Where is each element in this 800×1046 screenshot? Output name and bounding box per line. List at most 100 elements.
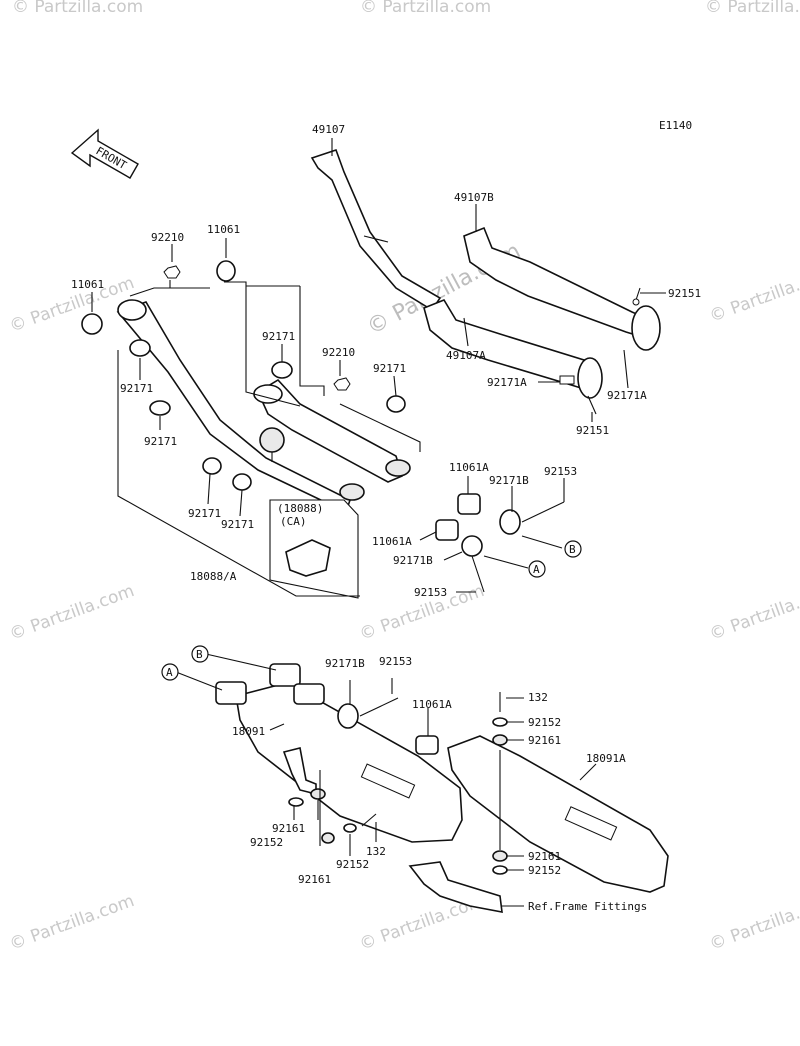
watermark: © Partzilla.com: [705, 0, 800, 17]
watermark: © Partzilla.com: [707, 891, 800, 955]
gasket-11061-top: [216, 260, 236, 282]
bolt-92153-mid: [471, 555, 485, 593]
part-label: 92171: [373, 362, 406, 375]
part-label: 11061A: [372, 535, 412, 548]
clamp-92171: [149, 400, 171, 416]
part-label: 92210: [322, 346, 355, 359]
part-label: 18088/A: [190, 570, 237, 583]
part-label: 92210: [151, 231, 184, 244]
part-label: 132: [366, 845, 386, 858]
washer-92152-mid: [343, 823, 357, 833]
watermark: © Partzilla.com: [7, 891, 137, 955]
part-label: Ref.Frame Fittings: [528, 900, 647, 913]
part-label: 18091A: [586, 752, 626, 765]
part-label: (CA): [280, 515, 307, 528]
clamp-92171B-top: [499, 509, 521, 535]
washer-92152-left: [288, 797, 304, 807]
clamp-92171: [271, 361, 293, 379]
part-label: 92171A: [487, 376, 527, 389]
part-label: 92152: [528, 864, 561, 877]
watermark: © Partzilla.com: [360, 0, 491, 17]
part-label: 92171B: [325, 657, 365, 670]
ref-b-label: B: [569, 543, 576, 556]
heat-shield-49107: [310, 148, 442, 312]
watermark: © Partzilla.com: [7, 581, 137, 645]
muffler-18091A: [447, 735, 669, 893]
clamp-92171A-left: [559, 375, 575, 385]
leader-lines-upper: [91, 138, 666, 597]
part-label: 92152: [528, 716, 561, 729]
part-label: 92161: [528, 734, 561, 747]
washer-92152-top: [492, 717, 508, 727]
part-label: 92171: [262, 330, 295, 343]
heat-shield-49107B: [463, 226, 661, 351]
front-arrow-icon: FRONT: [70, 128, 139, 179]
ref-a-label: A: [166, 666, 173, 679]
part-label: 11061A: [412, 698, 452, 711]
frame-fittings-bracket: [408, 861, 503, 913]
heat-shield-49107A: [423, 299, 603, 399]
grommet-92161-right: [492, 850, 508, 862]
part-label: 92171: [144, 435, 177, 448]
part-label: 49107B: [454, 191, 494, 204]
ref-circle-b-lower: B: [191, 645, 209, 663]
bolt-92153-top: [521, 501, 565, 523]
part-label: 92151: [576, 424, 609, 437]
sleeve-11061A-mid: [435, 519, 459, 541]
grommet-92161-top: [492, 734, 508, 746]
watermark: © Partzilla.com: [707, 581, 800, 645]
screw-92151-bottom: [587, 395, 597, 415]
part-label: (18088): [277, 502, 323, 515]
watermark: © Partzilla.com: [12, 0, 143, 17]
grommet-92161-left: [310, 788, 326, 800]
sub-assembly-18088-ca: [269, 499, 359, 599]
part-label: 92161: [298, 873, 331, 886]
part-label: 92171B: [489, 474, 529, 487]
ref-circle-a-upper: A: [528, 560, 546, 578]
leader-lines-lower: [175, 653, 597, 907]
clamp-92171: [232, 473, 252, 491]
gasket-11061-left: [81, 313, 103, 335]
watermark: © Partzilla.com: [707, 263, 800, 327]
part-label: 132: [528, 691, 548, 704]
exhaust-pipe-18088: [116, 299, 411, 514]
washer-92152-right: [492, 865, 508, 875]
nut-92210-mid: [333, 377, 351, 391]
ref-circle-b-upper: B: [564, 540, 582, 558]
part-label: 11061: [71, 278, 104, 291]
clamp-92171: [386, 395, 406, 413]
ref-circle-a-lower: A: [161, 663, 179, 681]
part-label: 92171B: [393, 554, 433, 567]
part-label: 92161: [272, 822, 305, 835]
clamp-92171: [129, 339, 151, 357]
part-label: 92151: [668, 287, 701, 300]
part-label: 92153: [544, 465, 577, 478]
part-label: 92171: [120, 382, 153, 395]
part-label: 92153: [379, 655, 412, 668]
part-label: 92171A: [607, 389, 647, 402]
part-label: 49107A: [446, 349, 486, 362]
bolt-132-left: [361, 813, 377, 827]
sleeve-11061A-top: [457, 493, 481, 515]
part-label: 92152: [250, 836, 283, 849]
muffler-18091: [215, 663, 463, 843]
clamp-92171B-low: [337, 703, 359, 729]
diagram-code: E1140: [659, 119, 692, 132]
sleeve-11061A-low: [415, 735, 439, 755]
clamp-92171B-mid: [461, 535, 483, 557]
screw-92151-top: [632, 287, 641, 306]
clamp-92171: [202, 457, 222, 475]
part-label: 92152: [336, 858, 369, 871]
part-label: 49107: [312, 123, 345, 136]
ref-b-label: B: [196, 648, 203, 661]
part-label: 92161: [528, 850, 561, 863]
part-label: 92171: [221, 518, 254, 531]
part-label: 92153: [414, 586, 447, 599]
ref-a-label: A: [533, 563, 540, 576]
part-label: 11061: [207, 223, 240, 236]
bolt-92153-low: [359, 697, 399, 717]
part-label: 92171: [188, 507, 221, 520]
callout-labels: 49107 49107B 92151 49107A 92171A 92171A …: [71, 123, 701, 913]
part-label: 11061A: [449, 461, 489, 474]
